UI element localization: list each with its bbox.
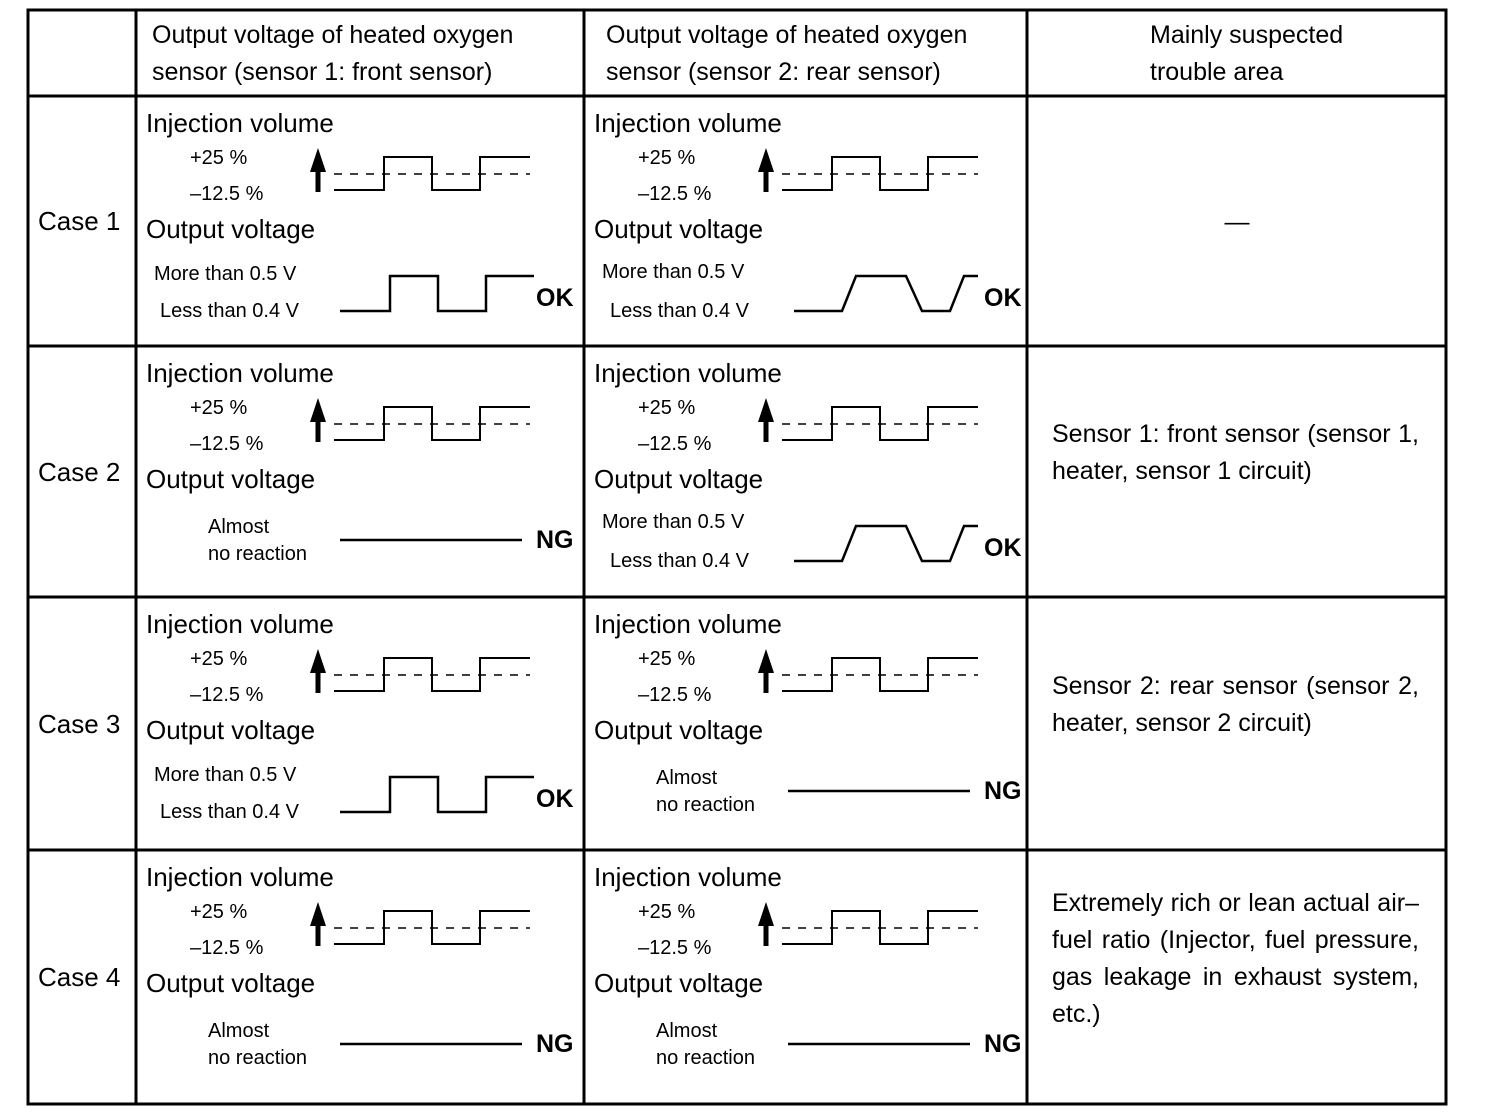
plus-25-label: +25 % bbox=[190, 397, 248, 419]
output-voltage-square-trace bbox=[340, 274, 534, 313]
plus-25-label: +25 % bbox=[638, 648, 696, 670]
minus-12-5-label: –12.5 % bbox=[638, 684, 712, 706]
injection-volume-label: Injection volume bbox=[146, 862, 334, 892]
up-arrow-icon bbox=[310, 902, 326, 946]
more-than-label: More than 0.5 V bbox=[602, 261, 745, 283]
case-label: Case 2 bbox=[38, 456, 121, 487]
injection-volume-label: Injection volume bbox=[146, 609, 334, 639]
output-voltage-square-trace bbox=[340, 775, 534, 814]
up-arrow-icon bbox=[310, 148, 326, 192]
injection-volume-label: Injection volume bbox=[146, 358, 334, 388]
sensor-waveform-figure bbox=[310, 902, 530, 1046]
status-ng: NG bbox=[536, 526, 574, 554]
status-ng: NG bbox=[536, 1030, 574, 1058]
minus-12-5-label: –12.5 % bbox=[190, 433, 264, 455]
status-ok: OK bbox=[984, 534, 1022, 562]
sensor-waveform-figure bbox=[310, 649, 534, 814]
output-voltage-slope-trace bbox=[794, 524, 978, 563]
no-reaction-label: no reaction bbox=[208, 543, 307, 565]
plus-25-label: +25 % bbox=[638, 901, 696, 923]
minus-12-5-label: –12.5 % bbox=[638, 937, 712, 959]
plus-25-label: +25 % bbox=[190, 648, 248, 670]
output-voltage-label: Output voltage bbox=[594, 715, 764, 745]
output-voltage-slope-trace bbox=[794, 274, 978, 313]
less-than-label: Less than 0.4 V bbox=[610, 550, 749, 572]
minus-12-5-label: –12.5 % bbox=[190, 183, 264, 205]
output-voltage-label: Output voltage bbox=[594, 968, 764, 998]
up-arrow-icon bbox=[758, 398, 774, 442]
up-arrow-icon bbox=[758, 902, 774, 946]
output-voltage-label: Output voltage bbox=[146, 214, 316, 244]
plus-25-label: +25 % bbox=[190, 147, 248, 169]
status-ok: OK bbox=[536, 785, 574, 813]
injection-volume-label: Injection volume bbox=[146, 108, 334, 138]
case-label: Case 1 bbox=[38, 206, 121, 236]
less-than-label: Less than 0.4 V bbox=[610, 300, 749, 322]
sensor-waveform-figure bbox=[758, 649, 978, 793]
status-ok: OK bbox=[536, 284, 574, 312]
no-reaction-label: no reaction bbox=[656, 1047, 755, 1069]
more-than-label: More than 0.5 V bbox=[602, 511, 745, 533]
header-trouble-area: Mainly suspected trouble area bbox=[1150, 21, 1344, 86]
injection-volume-label: Injection volume bbox=[594, 862, 782, 892]
injection-volume-label: Injection volume bbox=[594, 108, 782, 138]
minus-12-5-label: –12.5 % bbox=[638, 433, 712, 455]
status-ng: NG bbox=[984, 777, 1022, 805]
plus-25-label: +25 % bbox=[638, 397, 696, 419]
less-than-label: Less than 0.4 V bbox=[160, 801, 299, 823]
up-arrow-icon bbox=[758, 649, 774, 693]
almost-label: Almost bbox=[656, 767, 718, 789]
no-reaction-label: no reaction bbox=[656, 794, 755, 816]
trouble-area-text: Sensor 1: front sensor (sensor 1, heater… bbox=[1052, 420, 1419, 485]
sensor-waveform-figure bbox=[758, 902, 978, 1046]
minus-12-5-label: –12.5 % bbox=[190, 937, 264, 959]
almost-label: Almost bbox=[208, 1020, 270, 1042]
case-label: Case 3 bbox=[38, 708, 121, 739]
more-than-label: More than 0.5 V bbox=[154, 764, 297, 786]
up-arrow-icon bbox=[310, 398, 326, 442]
more-than-label: More than 0.5 V bbox=[154, 263, 297, 285]
plus-25-label: +25 % bbox=[638, 147, 696, 169]
less-than-label: Less than 0.4 V bbox=[160, 300, 299, 322]
status-ng: NG bbox=[984, 1030, 1022, 1058]
output-voltage-label: Output voltage bbox=[594, 214, 764, 244]
trouble-area-text: Extremely rich or lean actual air–fuel r… bbox=[1052, 888, 1419, 1028]
up-arrow-icon bbox=[758, 148, 774, 192]
header-front-sensor: Output voltage of heated oxygen sensor (… bbox=[152, 21, 514, 86]
sensor-waveform-figure bbox=[758, 398, 978, 563]
case-label: Case 4 bbox=[38, 962, 121, 992]
trouble-area-text: Sensor 2: rear sensor (sensor 2, heater,… bbox=[1052, 672, 1419, 737]
output-voltage-label: Output voltage bbox=[146, 464, 316, 494]
trouble-area-text: — bbox=[1224, 208, 1250, 236]
output-voltage-label: Output voltage bbox=[146, 715, 316, 745]
output-voltage-label: Output voltage bbox=[594, 464, 764, 494]
injection-volume-label: Injection volume bbox=[594, 609, 782, 639]
minus-12-5-label: –12.5 % bbox=[190, 684, 264, 706]
sensor-waveform-figure bbox=[310, 148, 534, 313]
header-rear-sensor: Output voltage of heated oxygen sensor (… bbox=[606, 21, 968, 86]
sensor-waveform-figure bbox=[758, 148, 978, 313]
sensor-waveform-figure bbox=[310, 398, 530, 542]
up-arrow-icon bbox=[310, 649, 326, 693]
no-reaction-label: no reaction bbox=[208, 1047, 307, 1069]
output-voltage-label: Output voltage bbox=[146, 968, 316, 998]
status-ok: OK bbox=[984, 284, 1022, 312]
minus-12-5-label: –12.5 % bbox=[638, 183, 712, 205]
almost-label: Almost bbox=[656, 1020, 718, 1042]
injection-volume-label: Injection volume bbox=[594, 358, 782, 388]
almost-label: Almost bbox=[208, 516, 270, 538]
plus-25-label: +25 % bbox=[190, 901, 248, 923]
